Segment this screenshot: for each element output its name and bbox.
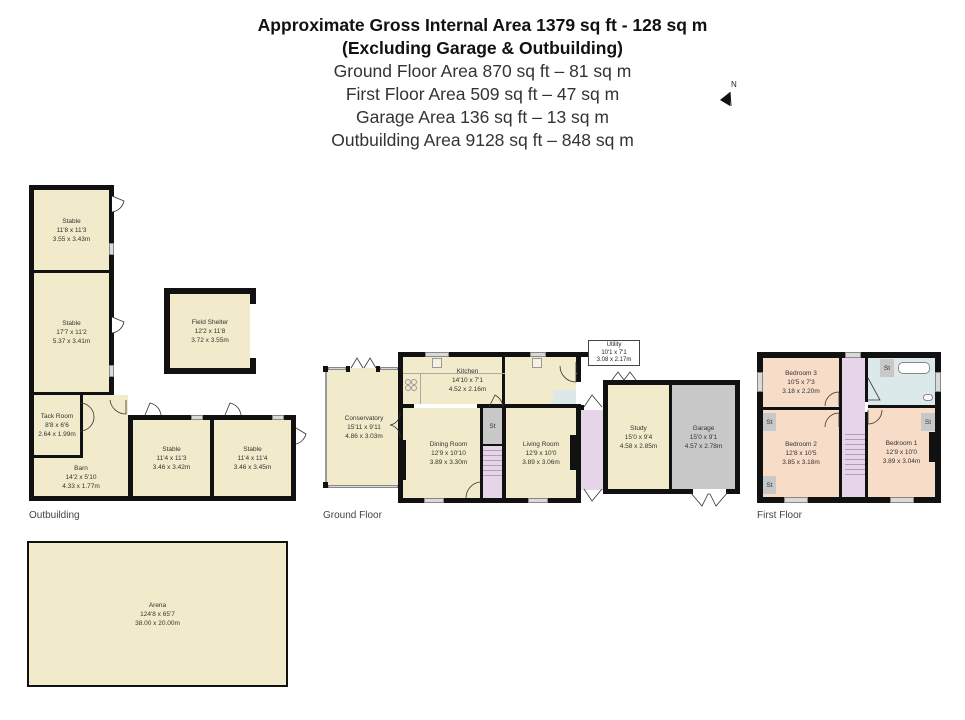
sink-icon [432, 358, 442, 368]
door-swing-icon [488, 394, 504, 408]
garage-door-icon [689, 491, 729, 507]
outbuilding-label: Outbuilding [29, 510, 80, 521]
door-swing-icon [79, 402, 95, 432]
window [109, 243, 114, 255]
door-swing-icon [111, 316, 125, 334]
area-summary: Approximate Gross Internal Area 1379 sq … [0, 14, 965, 152]
hob-icon [404, 378, 418, 392]
wc [553, 390, 576, 404]
garage-area: Garage Area 136 sq ft – 13 sq m [356, 107, 609, 127]
staircase [483, 446, 502, 478]
door-swing-icon [824, 391, 840, 407]
north-label: N [731, 80, 737, 89]
first-floor-area: First Floor Area 509 sq ft – 47 sq m [345, 84, 620, 104]
door-swing-icon [867, 377, 881, 401]
gross-area-title: Approximate Gross Internal Area 1379 sq … [257, 15, 708, 35]
french-door-icon [350, 357, 377, 369]
door-swing-icon [583, 488, 603, 502]
entrance-hall [581, 410, 603, 490]
sink-icon [532, 358, 542, 368]
door-swing-icon [583, 394, 603, 408]
first-floor-label: First Floor [757, 510, 802, 521]
store-cupboard: St [763, 413, 776, 431]
hallway [483, 478, 502, 498]
french-door-icon [611, 371, 637, 381]
excluding-note: (Excluding Garage & Outbuilding) [342, 38, 623, 58]
door-swing-icon [559, 362, 577, 383]
staircase [845, 430, 865, 475]
store-cupboard: St [921, 413, 935, 431]
door-swing-icon [465, 481, 481, 499]
store-cupboard: St [880, 359, 894, 377]
window [109, 365, 114, 377]
outbuilding-area: Outbuilding Area 9128 sq ft – 848 sq m [331, 130, 634, 150]
door-swing-icon [295, 427, 307, 445]
landing [842, 358, 865, 497]
door-swing-icon [109, 399, 127, 415]
door-swing-icon [224, 402, 242, 416]
window [272, 415, 284, 420]
door-swing-icon [111, 195, 125, 213]
window [191, 415, 203, 420]
door-swing-icon [824, 412, 840, 428]
ground-floor-area: Ground Floor Area 870 sq ft – 81 sq m [333, 61, 632, 81]
store-cupboard: St [763, 476, 776, 494]
toilet-icon [923, 394, 933, 401]
french-door-icon [389, 411, 401, 439]
door-swing-icon [867, 409, 883, 425]
door-swing-icon [144, 402, 162, 416]
north-arrow-icon: N [716, 80, 740, 110]
store-cupboard: St [483, 408, 502, 444]
bath-icon [898, 362, 930, 374]
ground-floor-label: Ground Floor [323, 510, 382, 521]
